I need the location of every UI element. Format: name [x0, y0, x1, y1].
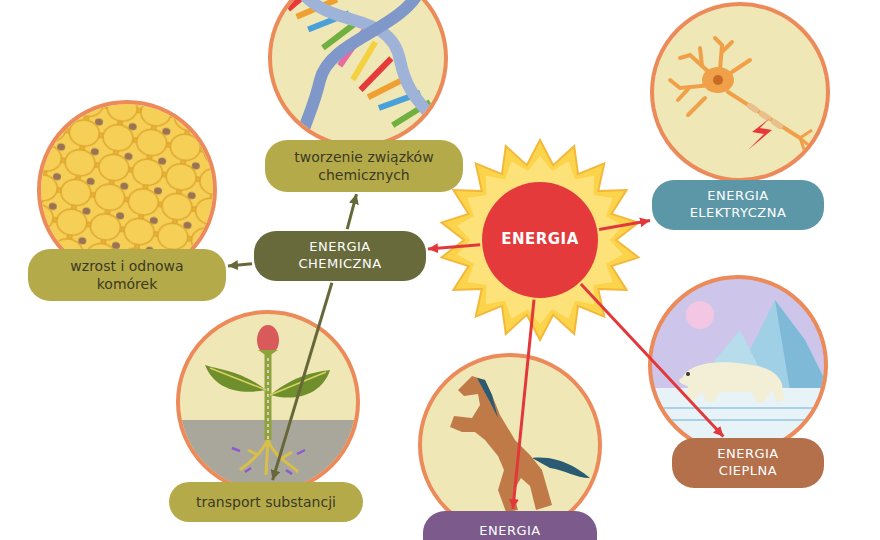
picture-part — [670, 38, 812, 152]
picture-part — [686, 372, 690, 376]
sun-rays-inner — [457, 156, 622, 324]
node-text: transport substancji — [196, 493, 336, 511]
node-text: ENERGIA CIEPLNA — [686, 446, 810, 480]
node-text: ENERGIA ELEKTRYCZNA — [666, 188, 810, 222]
picture-part — [762, 114, 768, 118]
picture-part — [686, 301, 714, 329]
energy-label: ENERGIA ELEKTRYCZNA — [652, 180, 824, 230]
picture-part — [722, 42, 732, 52]
picture-part — [652, 4, 828, 180]
picture-part — [232, 448, 305, 474]
picture-part — [679, 362, 784, 402]
effect-label: tworzenie związków chemicznych — [265, 140, 463, 192]
picture-part — [774, 122, 780, 126]
picture-part — [257, 325, 279, 355]
energy-label: ENERGIA CIEPLNA — [672, 438, 824, 488]
picture-part — [420, 355, 600, 535]
arrow-connector — [428, 245, 480, 249]
picture-part — [702, 67, 734, 93]
picture-part — [713, 75, 723, 85]
arrow-connector — [347, 194, 356, 229]
node-text: wzrost i odnowa komórek — [42, 257, 212, 293]
arrow-connector — [228, 264, 252, 266]
effect-label: transport substancji — [169, 482, 363, 522]
picture-part — [688, 98, 705, 115]
picture-part — [270, 0, 446, 146]
picture-part — [420, 355, 600, 535]
picture-part — [450, 376, 552, 512]
neuron-picture — [652, 4, 828, 180]
effect-label: wzrost i odnowa komórek — [28, 249, 226, 301]
horse-picture — [420, 355, 600, 535]
node-text: tworzenie związków chemicznych — [279, 148, 449, 184]
picture-part — [265, 352, 272, 440]
picture-part — [300, 0, 420, 150]
picture-part — [300, 0, 440, 150]
picture-part — [210, 368, 266, 390]
arrow-connector — [273, 283, 332, 480]
picture-part — [678, 87, 690, 100]
picture-part — [258, 350, 278, 356]
sun-rays — [442, 140, 639, 340]
picture-part — [650, 277, 826, 453]
picture-part — [652, 4, 828, 180]
picture-part — [700, 48, 702, 66]
node-text: ENERGIA — [501, 230, 579, 250]
dna-picture — [270, 0, 449, 161]
energy-label: ENERGIA CHEMICZNA — [254, 231, 426, 281]
picture-part — [715, 38, 722, 70]
arrow-connector — [599, 221, 650, 230]
node-text: ENERGIA CHEMICZNA — [268, 239, 412, 273]
picture-part — [670, 38, 800, 138]
picture-part — [178, 312, 358, 492]
picture-part — [650, 408, 830, 420]
picture-part — [270, 0, 446, 146]
picture-part — [286, 0, 448, 161]
energy-label: ENERGIA — [423, 511, 597, 540]
picture-part — [178, 312, 358, 492]
node-text: ENERGIA — [479, 523, 541, 540]
energy-sun: ENERGIA — [482, 182, 598, 298]
picture-part — [477, 378, 498, 418]
picture-part — [748, 118, 772, 150]
arrow-connector — [513, 300, 534, 509]
picture-part — [267, 352, 269, 440]
picture-part — [750, 106, 756, 110]
polar-bear-picture — [640, 277, 840, 458]
arrow-connector — [581, 284, 724, 437]
picture-part — [205, 365, 266, 392]
picture-part — [732, 60, 750, 72]
